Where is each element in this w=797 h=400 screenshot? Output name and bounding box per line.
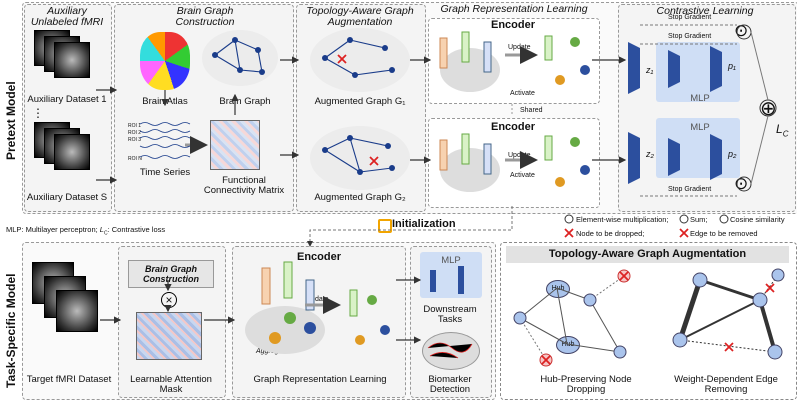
fmri-scan-1c bbox=[54, 42, 90, 78]
encoder2-title: Encoder bbox=[490, 121, 535, 133]
augment-title: Topology-Aware Graph Augmentation bbox=[506, 246, 789, 263]
col4-title: Graph Representation Learning bbox=[440, 3, 588, 15]
sum-symbol: ⊕ bbox=[760, 98, 777, 120]
brain-atlas-image bbox=[140, 32, 190, 90]
brain-atlas-label: Brain Atlas bbox=[142, 96, 188, 107]
target-scan-c bbox=[56, 290, 98, 332]
loss-label: LC bbox=[776, 122, 789, 139]
stop-gradient-3: Stop Gradient bbox=[668, 186, 712, 193]
encoder1-activate: Activate bbox=[510, 90, 535, 97]
brain-biomarker-image bbox=[422, 332, 480, 370]
p2-label: p₂ bbox=[728, 149, 737, 159]
col2-title: Brain Graph Construction bbox=[175, 5, 235, 28]
roi-n-label: ROI N bbox=[128, 156, 142, 162]
col3-title: Topology-Aware Graph Augmentation bbox=[306, 5, 414, 28]
aux-dataset-1-label: Auxiliary Dataset 1 bbox=[27, 94, 107, 105]
roi-3-label: ROI 3 bbox=[128, 137, 142, 143]
downstream-label: Downstream Tasks bbox=[423, 304, 477, 325]
col5-title: Contrastive Learning bbox=[656, 5, 754, 17]
col1-title: Auxiliary Unlabeled fMRI bbox=[30, 5, 104, 28]
roi-2-label: ROI 2 bbox=[128, 130, 142, 136]
p1-label: p₁ bbox=[728, 61, 736, 71]
side-label-pretext: Pretext Model bbox=[4, 81, 18, 160]
aux-dataset-s-label: Auxiliary Dataset S bbox=[26, 192, 108, 203]
hub-node-1: Hub bbox=[546, 280, 570, 298]
task-mlp-label: MLP bbox=[441, 255, 461, 266]
shared-label: Shared bbox=[520, 107, 543, 114]
init-label: Initialization bbox=[392, 218, 456, 230]
augmented-g1-label: Augmented Graph G₁ bbox=[314, 96, 406, 107]
edge-remove-label: Weight-Dependent Edge Removing bbox=[674, 374, 778, 395]
stop-gradient-2: Stop Gradient bbox=[668, 33, 712, 40]
hub-node-2: Hub bbox=[556, 336, 580, 354]
target-dataset-label: Target fMRI Dataset bbox=[26, 374, 112, 385]
fc-matrix-image bbox=[210, 120, 260, 170]
lock-icon bbox=[378, 219, 392, 233]
fmri-scan-2c bbox=[54, 134, 90, 170]
attention-mask-label: Learnable Attention Mask bbox=[130, 374, 212, 395]
cos-sim-2: ⊙ bbox=[734, 174, 749, 193]
encoder1-update: Update bbox=[508, 44, 531, 51]
augmented-g2-label: Augmented Graph G₂ bbox=[314, 192, 406, 203]
legend-mult: Element-wise multiplication; bbox=[576, 215, 669, 224]
mlp-label-2: MLP bbox=[690, 122, 710, 133]
fc-matrix-label: Functional Connectivity Matrix bbox=[203, 175, 285, 196]
brain-graph-label: Brain Graph bbox=[219, 96, 271, 107]
z2-label: z₂ bbox=[646, 149, 654, 159]
mlp-label-1: MLP bbox=[690, 93, 710, 104]
col3-panel bbox=[296, 4, 426, 212]
aux-dots: ⋮ bbox=[32, 106, 44, 120]
task-encoder-title: Encoder bbox=[296, 251, 341, 263]
legend-edge: Edge to be removed bbox=[690, 229, 758, 238]
node-drop-label: Hub-Preserving Node Dropping bbox=[540, 374, 632, 395]
task-aggregate: Aggregate bbox=[256, 348, 289, 355]
attention-mask-image bbox=[136, 312, 202, 360]
task-update: Update bbox=[306, 296, 329, 303]
encoder2-update: Update bbox=[508, 152, 531, 159]
legend-cos: Cosine similarity bbox=[730, 215, 785, 224]
legend-mlp: MLP: Multilayer perceptron; LC: Contrast… bbox=[6, 225, 166, 237]
cos-sim-1: ⊙ bbox=[734, 21, 749, 40]
z1-label: z₁ bbox=[646, 65, 654, 75]
encoder1-title: Encoder bbox=[490, 19, 535, 31]
legend-drop: Node to be dropped; bbox=[576, 229, 645, 238]
side-label-task: Task-Specific Model bbox=[4, 273, 18, 388]
time-series-label: Time Series bbox=[139, 167, 191, 178]
roi-1-label: ROI 1 bbox=[128, 123, 142, 129]
encoder2-activate: Activate bbox=[510, 172, 535, 179]
task-grl-label: Graph Representation Learning bbox=[253, 374, 387, 385]
stop-gradient-1: Stop Gradient bbox=[668, 14, 712, 21]
task-bgc-box: Brain Graph Construction bbox=[128, 260, 214, 288]
mult-icon: × bbox=[161, 292, 177, 308]
legend-sum: Sum; bbox=[690, 215, 708, 224]
biomarker-label: Biomarker Detection bbox=[428, 374, 472, 395]
